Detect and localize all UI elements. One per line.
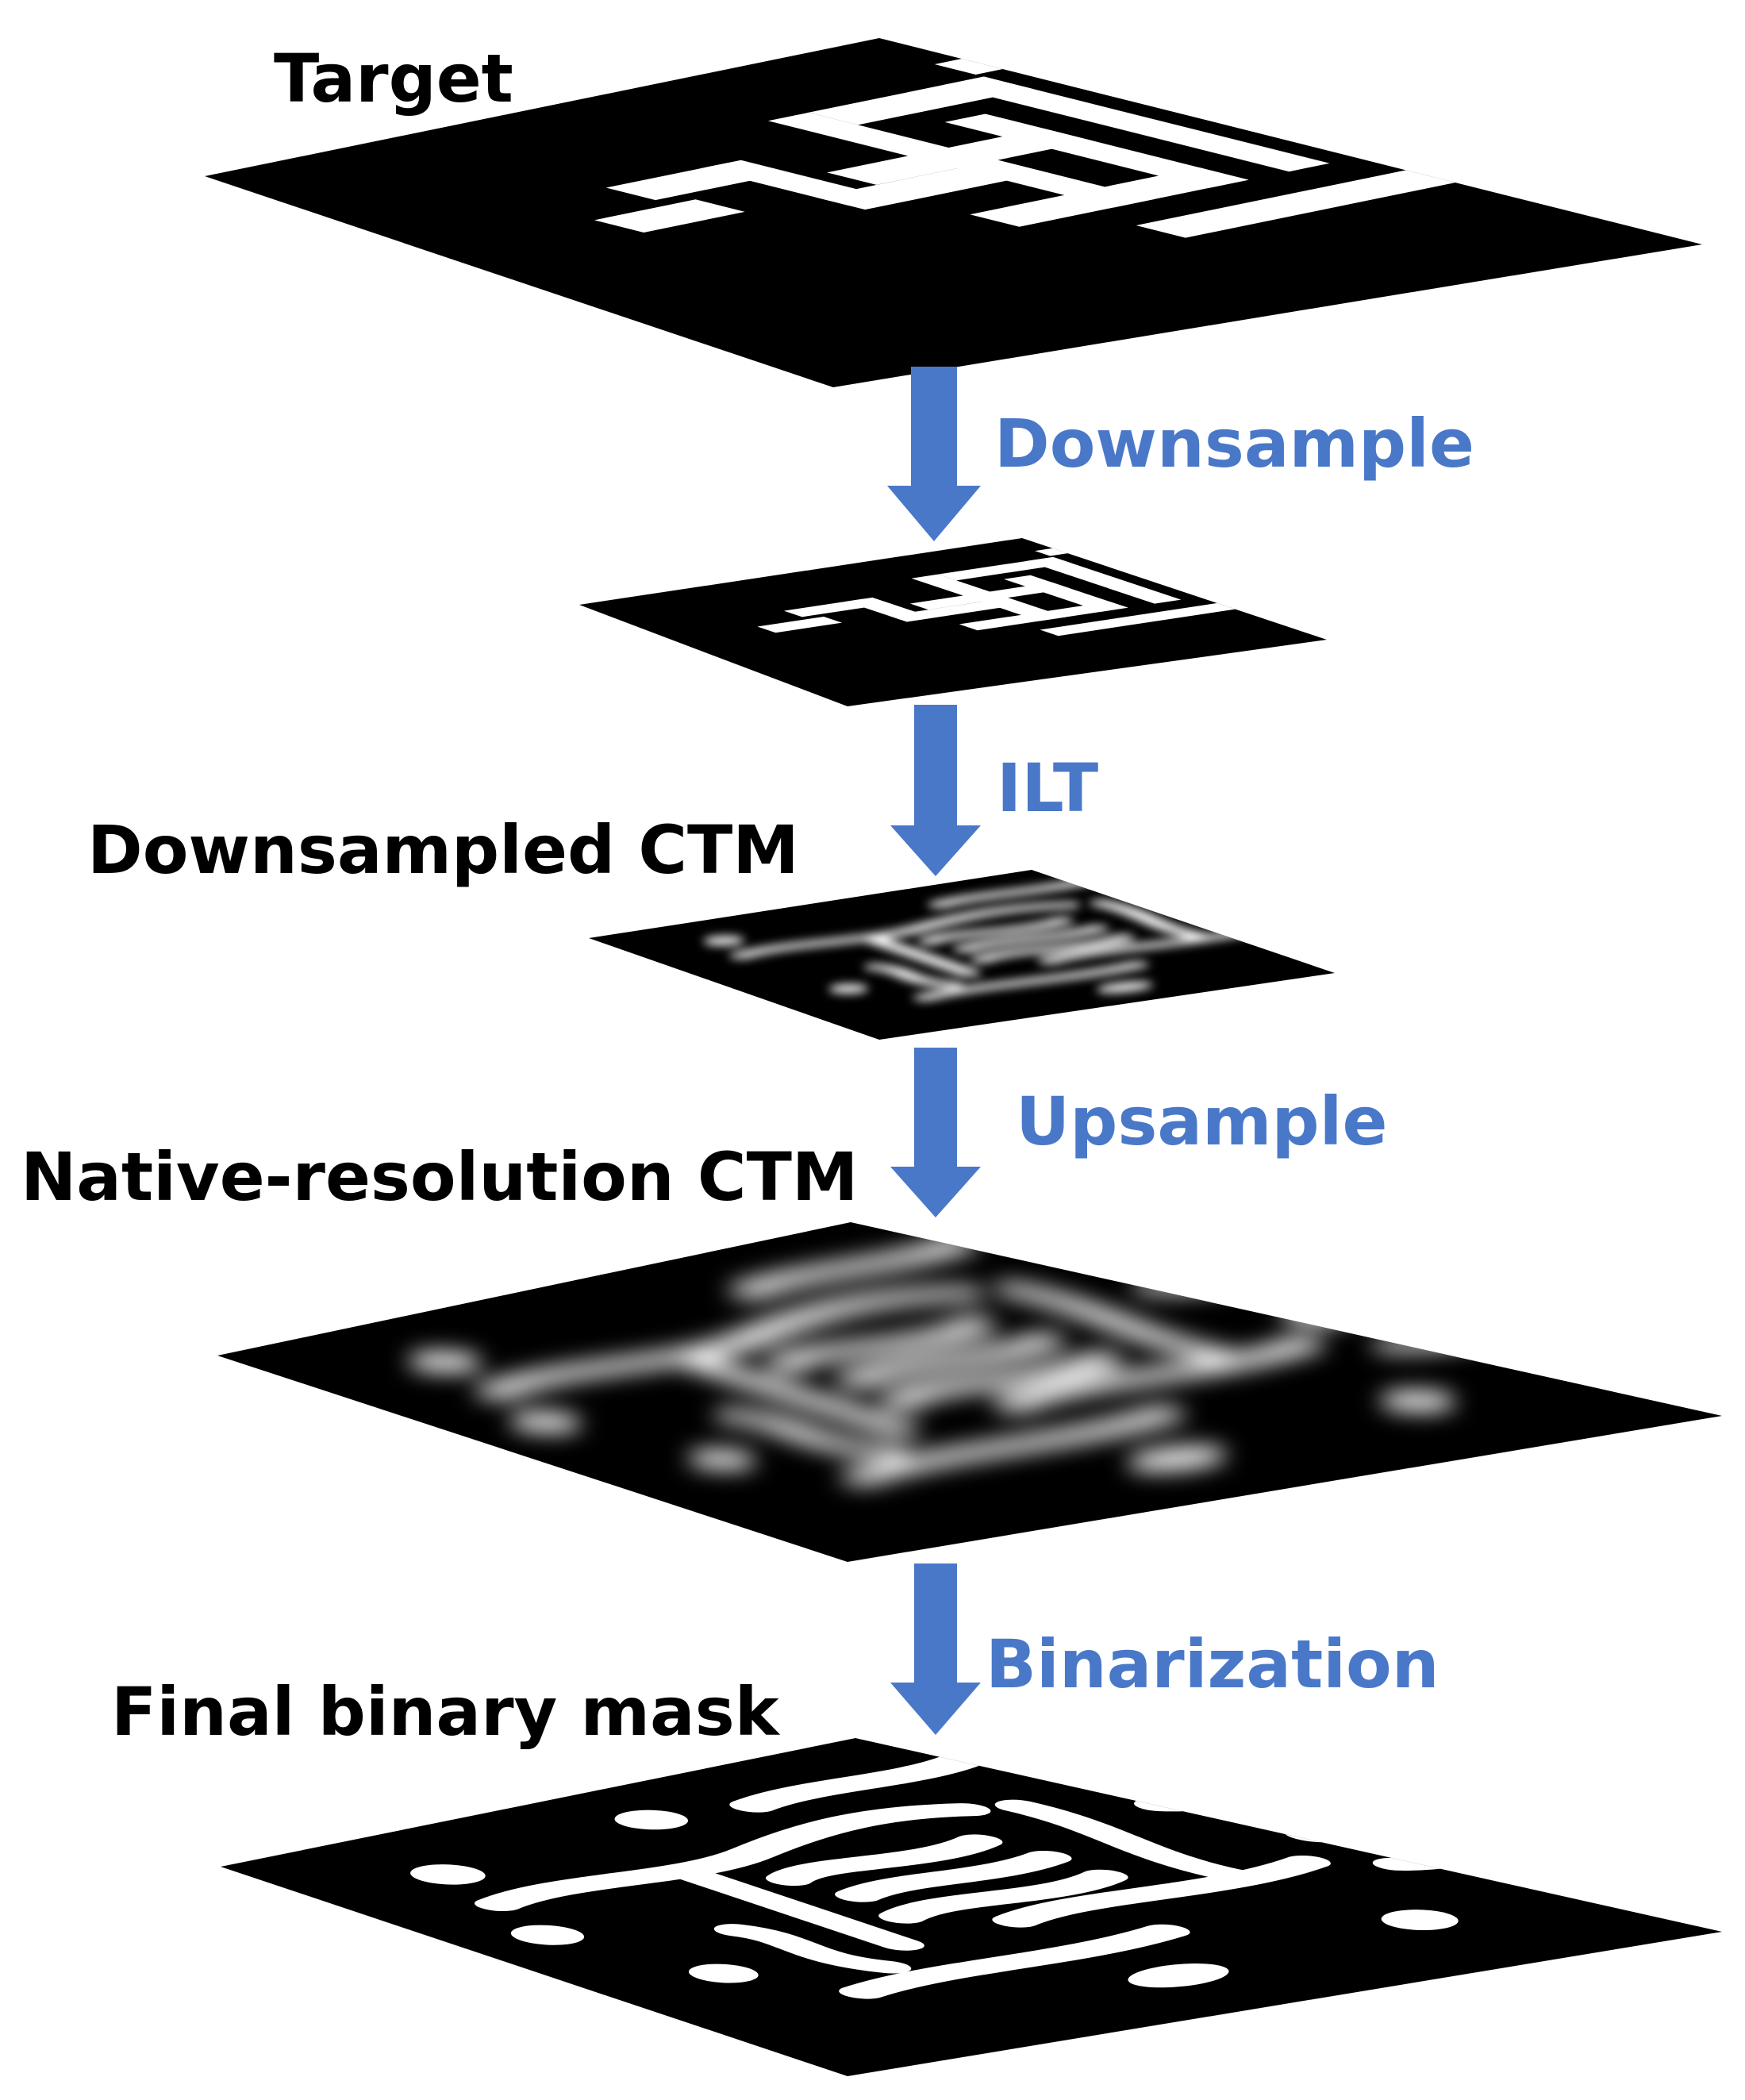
step-label-upsample: Upsample <box>1016 1083 1387 1160</box>
step-label-ilt: ILT <box>997 749 1098 827</box>
layer-native-ctm <box>217 1222 1722 1562</box>
layer-target: Target <box>205 38 1702 387</box>
step-upsample: Upsample <box>890 1048 1387 1217</box>
arrow-down-icon <box>887 367 981 541</box>
arrow-down-icon <box>890 1048 981 1217</box>
arrow-down-icon <box>890 1563 981 1735</box>
step-downsample: Downsample <box>887 367 1474 541</box>
layer-label-native-ctm: Native-resolution CTM <box>21 1138 858 1216</box>
step-label-binarization: Binarization <box>986 1625 1439 1703</box>
step-ilt: ILT <box>890 705 1098 876</box>
layer-downsampled-target <box>579 538 1327 706</box>
layer-label-downsampled-ctm: Downsampled CTM <box>87 811 799 889</box>
final-mask-pattern <box>410 1738 1661 1999</box>
step-label-downsample: Downsample <box>994 405 1474 483</box>
arrow-down-icon <box>890 705 981 876</box>
layer-final-mask <box>221 1738 1722 2076</box>
layer-label-target: Target <box>274 40 513 117</box>
step-binarization: Binarization <box>890 1563 1439 1735</box>
layer-label-final-mask: Final binary mask <box>111 1673 781 1751</box>
